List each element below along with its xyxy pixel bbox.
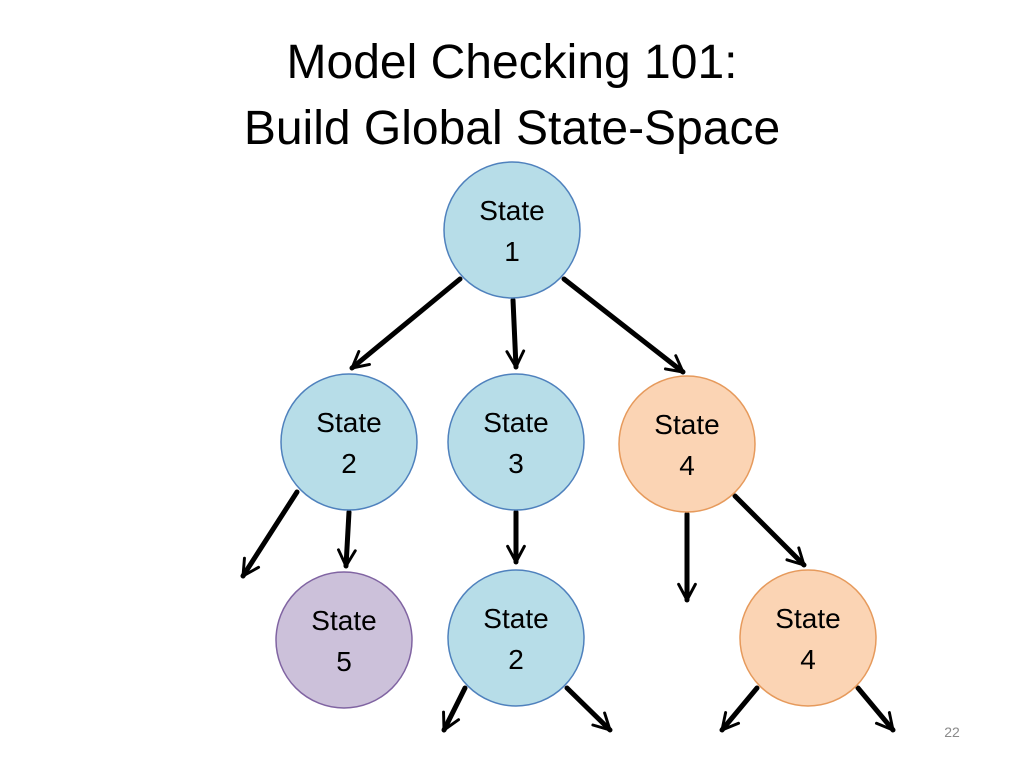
- transition-arrow-5: [337, 509, 357, 569]
- state-circle: [447, 373, 585, 511]
- state-circle: [447, 569, 585, 707]
- transition-arrow-3: [561, 276, 686, 375]
- state-label-number: 4: [800, 644, 816, 675]
- state-label-number: 1: [504, 236, 520, 267]
- state-label-word: State: [775, 603, 840, 634]
- state-label-number: 4: [679, 450, 695, 481]
- transition-arrow-12: [855, 685, 896, 733]
- transition-arrow-11: [719, 685, 760, 733]
- state-label-word: State: [479, 195, 544, 226]
- state-node: State 4: [618, 375, 756, 513]
- state-circle: [618, 375, 756, 513]
- transition-arrow-10: [564, 685, 613, 733]
- state-label-number: 2: [508, 644, 524, 675]
- transition-arrow-8: [732, 493, 807, 568]
- transition-arrow-4: [240, 489, 300, 579]
- state-node: State 4: [739, 569, 877, 707]
- slide-number: 22: [944, 724, 960, 740]
- state-circle: [275, 571, 413, 709]
- state-label-word: State: [483, 603, 548, 634]
- state-circle: [739, 569, 877, 707]
- title-line-2: Build Global State-Space: [243, 102, 781, 155]
- title-line-1: Model Checking 101:: [286, 36, 738, 89]
- state-nodes: State1State2State3State4State5State2Stat…: [275, 161, 877, 709]
- state-node: State 2: [447, 569, 585, 707]
- slide-title: Model Checking 101: Build Global State-S…: [0, 30, 1024, 162]
- state-node: State 2: [280, 373, 418, 511]
- state-label-word: State: [316, 407, 381, 438]
- state-label-number: 2: [341, 448, 357, 479]
- transition-arrow-2: [505, 297, 526, 370]
- state-label-number: 5: [336, 646, 352, 677]
- state-circle: [443, 161, 581, 299]
- transition-arrows: [240, 276, 896, 733]
- state-label-number: 3: [508, 448, 524, 479]
- state-circle: [280, 373, 418, 511]
- state-label-word: State: [483, 407, 548, 438]
- state-label-word: State: [654, 409, 719, 440]
- transition-arrow-1: [349, 276, 463, 371]
- state-node: State 1: [443, 161, 581, 299]
- transition-arrow-9: [441, 685, 468, 733]
- state-label-word: State: [311, 605, 376, 636]
- state-node: State 5: [275, 571, 413, 709]
- state-node: State 3: [447, 373, 585, 511]
